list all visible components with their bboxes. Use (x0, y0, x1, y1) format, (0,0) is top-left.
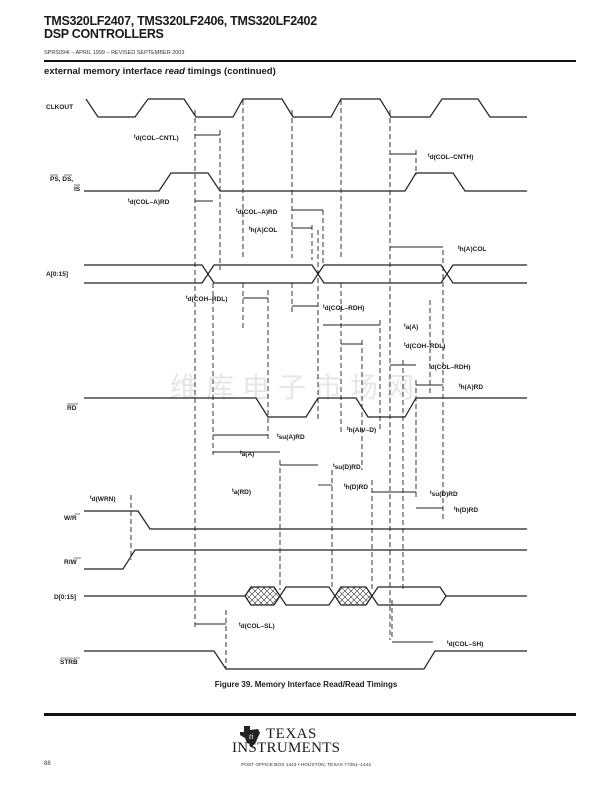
document-id: SPRS094I – APRIL 1999 – REVISED SEPTEMBE… (44, 50, 185, 56)
reference-lines (130, 100, 444, 668)
section-heading: external memory interface read timings (… (44, 66, 276, 77)
timing-label-td-coh-rdl-2: td(COH–RDL) (404, 342, 445, 350)
footer-rule (44, 713, 576, 716)
timing-label-th-a-col-2: th(A)COL (458, 245, 486, 253)
clkout-waveform (85, 98, 527, 118)
timing-label-td-col-a-rd-1: td(COL–A)RD (128, 198, 170, 206)
timing-label-th-d-rd-1: th(D)RD (344, 483, 368, 491)
timing-label-td-col-rdh-1: td(COL–RDH) (323, 304, 364, 312)
figure-caption: Figure 39. Memory Interface Read/Read Ti… (214, 680, 398, 689)
footer-address: POST OFFICE BOX 1443 • HOUSTON, TEXAS 77… (241, 763, 371, 768)
timing-label-th-aiv-d: th(AIV–D) (347, 426, 376, 434)
rd-waveform (84, 397, 527, 418)
address-bus-waveform (84, 264, 527, 284)
signal-label-is: IS (74, 186, 81, 193)
timing-label-td-col-rdh-2: td(COL–RDH) (429, 363, 470, 371)
page-number: 88 (44, 761, 51, 767)
data-hatch-1 (244, 586, 281, 606)
signal-label-rw: R/W (64, 559, 78, 566)
logo-text-texas: TEXAS (266, 726, 317, 742)
ps-ds-is-waveform (84, 172, 527, 192)
timing-label-ta-a-2: ta(A) (240, 450, 254, 458)
timing-label-tsu-d-rd-2: tsu(D)RD (430, 490, 458, 498)
timing-label-td-coh-rdl-1: td(COH–RDL) (186, 295, 227, 303)
timing-label-td-col-cnth: td(COL–CNTH) (428, 153, 473, 161)
wr-waveform (84, 510, 527, 530)
section-heading-prefix: external memory interface (44, 66, 165, 77)
timing-label-td-col-sh: td(COL–SH) (447, 640, 483, 648)
timing-labels: td(COL–CNTL) td(COL–CNTH) td(COL–A)RD td… (90, 134, 486, 648)
header-rule (44, 60, 576, 62)
data-hatch-2 (334, 586, 373, 606)
timing-label-th-a-rd: th(A)RD (459, 383, 483, 391)
document-title-line1: TMS320LF2407, TMS320LF2406, TMS320LF2402 (44, 14, 317, 28)
signal-label-wr: W/R (64, 515, 77, 522)
rw-waveform (84, 549, 527, 570)
signal-label-ps-ds: PS, DS, (50, 176, 73, 183)
signal-label-address: A[0:15] (46, 271, 68, 278)
timing-label-td-col-sl: td(COL–SL) (239, 622, 275, 630)
ti-logo-icon: ti (240, 726, 260, 747)
timing-label-ta-a-1: ta(A) (404, 323, 418, 331)
document-title-line2: DSP CONTROLLERS (44, 27, 164, 41)
timing-label-td-col-a-rd-2: td(COL–A)RD (236, 208, 278, 216)
timing-label-ta-rd: ta(RD) (232, 488, 251, 496)
logo-text-instruments: INSTRUMENTS (232, 740, 341, 756)
signal-label-rd: RD (67, 405, 77, 412)
timing-label-tsu-a-rd: tsu(A)RD (277, 433, 305, 441)
data-bus-waveform (84, 586, 527, 606)
timing-label-th-d-rd-2: th(D)RD (454, 506, 478, 514)
timing-label-th-a-col-1: th(A)COL (249, 226, 277, 234)
timing-arrows (195, 134, 443, 643)
timing-label-tsu-d-rd-1: tsu(D)RD (333, 463, 361, 471)
strb-waveform (84, 650, 527, 670)
section-heading-italic: read (164, 66, 185, 77)
section-heading-suffix: timings (continued) (185, 66, 276, 77)
svg-text:ti: ti (249, 732, 253, 741)
signal-label-clkout: CLKOUT (46, 104, 73, 111)
signal-label-data: D[0:15] (54, 594, 76, 601)
timing-label-td-col-cntl: td(COL–CNTL) (134, 134, 179, 142)
timing-label-td-wrn: td(WRN) (90, 495, 116, 503)
signal-label-strb: STRB (60, 659, 78, 666)
